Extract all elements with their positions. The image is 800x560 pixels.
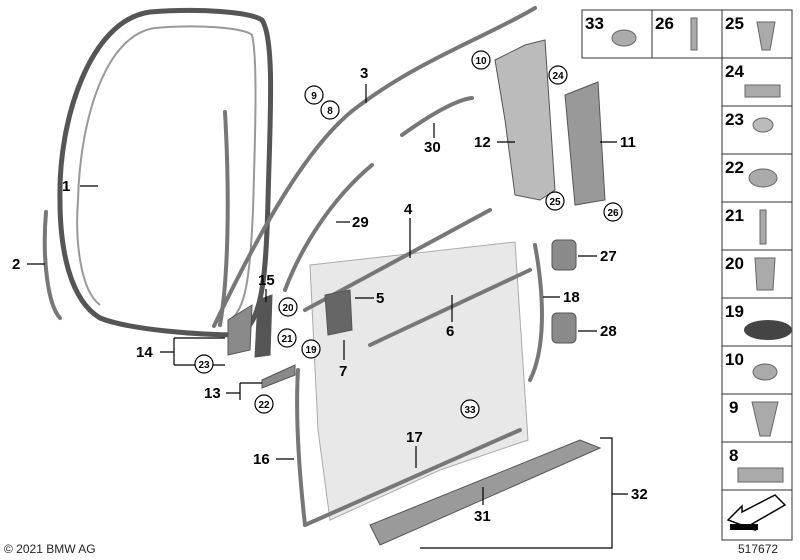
bottom-strip-part (303, 428, 522, 527)
label-11: 11 (620, 134, 636, 151)
circled-label-10: 10 (475, 56, 487, 67)
label-7: 7 (339, 363, 347, 380)
label-29: 29 (352, 214, 369, 231)
label-16: 16 (253, 451, 270, 468)
legend-column: 24 23 22 21 20 19 10 9 8 (721, 57, 793, 541)
label-4: 4 (404, 201, 413, 218)
label-5: 5 (376, 290, 384, 307)
label-31: 31 (474, 508, 491, 525)
door-seal-part (57, 7, 274, 338)
label-27: 27 (600, 248, 617, 265)
circled-label-24: 24 (552, 71, 564, 82)
label-3: 3 (360, 65, 368, 82)
circled-label-8: 8 (327, 106, 333, 117)
bracket-13-part (261, 364, 296, 389)
callouts: 1 2 3 30 12 11 29 4 27 15 5 6 18 14 28 7… (12, 65, 648, 549)
seal-strip-part (218, 110, 230, 327)
legend-label-26: 26 (655, 14, 674, 33)
pillar-11-part (564, 81, 606, 206)
circled-label-19: 19 (305, 345, 317, 356)
circled-callouts: 9 8 10 24 25 26 20 21 19 23 22 33 (194, 50, 623, 419)
circled-label-20: 20 (282, 303, 294, 314)
pad-27-part (551, 239, 577, 271)
legend-label-9: 9 (729, 398, 738, 417)
label-28: 28 (600, 323, 617, 340)
seal-16-part (295, 368, 307, 527)
label-2: 2 (12, 256, 20, 273)
label-13: 13 (204, 385, 221, 402)
label-18: 18 (563, 289, 580, 306)
circled-label-22: 22 (258, 400, 270, 411)
legend-label-23: 23 (725, 110, 744, 129)
circled-label-21: 21 (281, 334, 293, 345)
diagram-number: 517672 (738, 542, 778, 556)
legend-label-19: 19 (725, 302, 744, 321)
fastener-legend: 33 26 25 24 23 22 21 20 19 10 9 8 (581, 9, 793, 541)
strip-30-part (400, 96, 474, 137)
pillar-trim-part (494, 39, 556, 201)
belt-strip-part (368, 268, 532, 347)
legend-label-25: 25 (725, 14, 744, 33)
circled-label-33: 33 (464, 405, 476, 416)
legend-label-22: 22 (725, 158, 744, 177)
pad-28-part (551, 312, 577, 344)
legend-label-10: 10 (725, 350, 744, 369)
label-32: 32 (631, 486, 648, 503)
label-1: 1 (62, 178, 70, 195)
legend-label-33: 33 (585, 14, 604, 33)
label-6: 6 (446, 323, 454, 340)
sill-trim-part (369, 439, 602, 546)
legend-label-24: 24 (725, 62, 744, 81)
circled-label-9: 9 (311, 91, 317, 102)
door-seal-inner (76, 25, 257, 321)
label-14: 14 (136, 344, 153, 361)
circled-label-23: 23 (198, 360, 210, 371)
legend-label-20: 20 (725, 254, 744, 273)
bracket-15-part (254, 294, 273, 358)
circled-label-26: 26 (607, 208, 619, 219)
label-17: 17 (406, 429, 423, 446)
roof-strip-part (212, 6, 537, 328)
copyright: © 2021 BMW AG (4, 542, 96, 556)
bracket-14-part (227, 304, 253, 356)
seal-18-part (528, 243, 544, 382)
strip-29-part (283, 163, 374, 292)
legend-label-21: 21 (725, 206, 744, 225)
circled-label-25: 25 (549, 197, 561, 208)
hinge-part (324, 289, 353, 336)
legend-label-8: 8 (729, 446, 738, 465)
label-30: 30 (424, 139, 441, 156)
seal-part-2 (42, 210, 62, 320)
label-15: 15 (258, 272, 275, 289)
label-12: 12 (474, 134, 491, 151)
